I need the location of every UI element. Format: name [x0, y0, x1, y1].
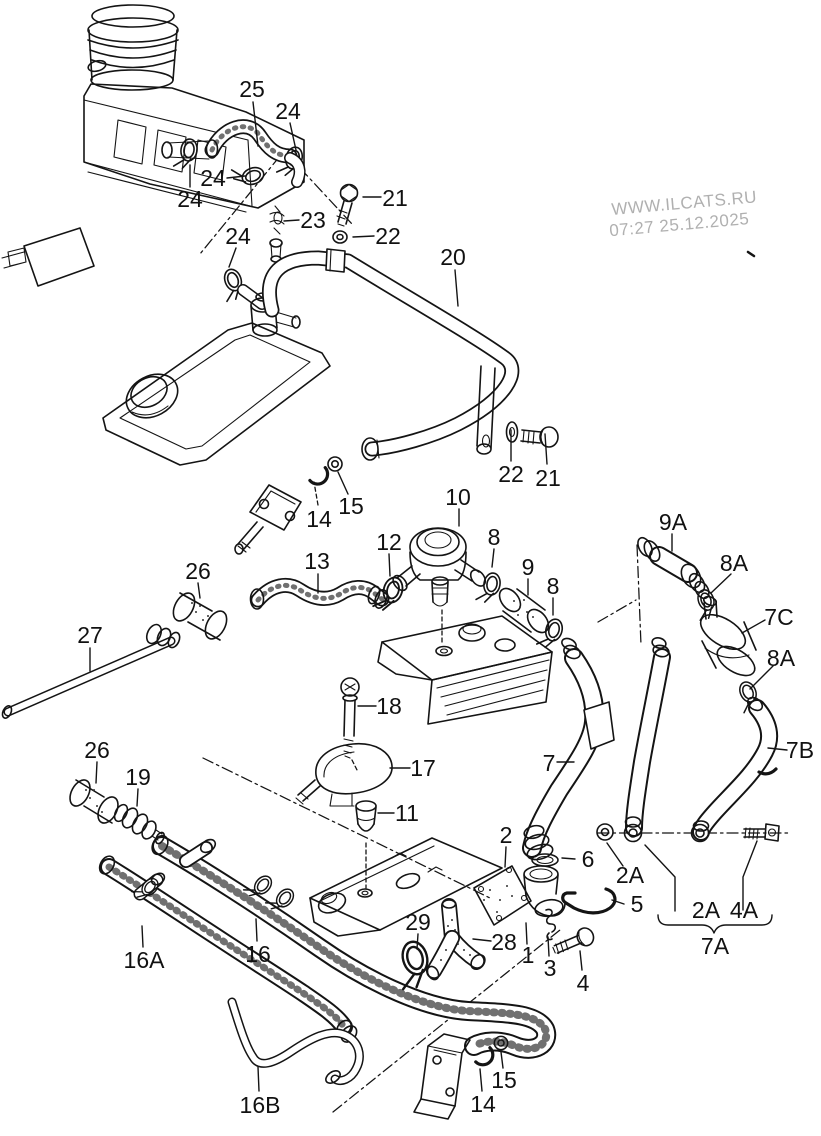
callout-19: 19 — [125, 764, 151, 790]
watermark: WWW.ILCATS.RU 07:27 25.12.2025 — [609, 187, 758, 240]
flange-2-group — [473, 823, 617, 955]
sleeve-26-top — [172, 592, 228, 641]
grommet-eyelets-2A — [623, 823, 710, 843]
bolt-21-washer-22-upper — [332, 183, 359, 244]
callout-11: 11 — [395, 800, 419, 826]
sleeve-26-bottom — [69, 779, 119, 824]
callout-5: 5 — [631, 891, 644, 917]
callout-16A: 16A — [124, 947, 166, 973]
callout-26: 26 — [84, 737, 110, 763]
hose-16-group — [151, 834, 557, 1059]
callout-8: 8 — [488, 524, 501, 550]
callout-12: 12 — [376, 529, 402, 555]
bolt-21-lower — [520, 426, 559, 448]
callout-8: 8 — [547, 573, 560, 599]
callout-29: 29 — [405, 909, 431, 935]
callout-2: 2 — [500, 822, 513, 848]
brace-7A — [657, 914, 773, 934]
callout-21: 21 — [535, 465, 561, 491]
callout-16B: 16B — [240, 1092, 281, 1118]
fitting-19 — [113, 803, 165, 845]
callout-18: 18 — [376, 693, 402, 719]
seal-2A — [596, 823, 614, 841]
callout-1: 1 — [522, 942, 535, 968]
callout-23: 23 — [300, 207, 326, 233]
u-clip-14-icon — [308, 466, 334, 490]
callout-24: 24 — [177, 186, 203, 212]
callout-4: 4 — [577, 970, 590, 996]
callout-26: 26 — [185, 558, 211, 584]
callout-3: 3 — [544, 955, 557, 981]
callout-28: 28 — [491, 929, 517, 955]
bracket-14-15-bottom — [413, 1033, 509, 1120]
engine-block — [1, 4, 305, 287]
hose-16A-group — [98, 855, 358, 1043]
bracket-17 — [295, 742, 393, 807]
bracket-14-15-mid — [234, 456, 343, 555]
callout-8A: 8A — [767, 645, 796, 671]
pipe-16B — [227, 997, 364, 1086]
o-ring-15-icon — [327, 456, 343, 472]
construction-lines — [199, 155, 791, 1113]
callout-2A: 2A — [616, 862, 645, 888]
callout-17: 17 — [410, 755, 436, 781]
valve-cover-top — [102, 292, 331, 466]
valve-cover-bottom — [309, 837, 503, 937]
bolt-4 — [552, 927, 595, 955]
hose-20-group — [261, 248, 559, 461]
callout-24: 24 — [225, 223, 251, 249]
plug-11 — [355, 800, 377, 898]
callout-15: 15 — [491, 1067, 517, 1093]
filter-7C — [699, 595, 757, 677]
callout-9: 9 — [522, 554, 535, 580]
callout-9A: 9A — [659, 509, 688, 535]
valve-10-group — [392, 527, 487, 607]
clamp-24-icon — [229, 159, 267, 191]
callout-16: 16 — [245, 941, 271, 967]
hose-7B — [692, 696, 779, 841]
callout-20: 20 — [440, 244, 466, 270]
callout-24: 24 — [275, 98, 301, 124]
callout-15: 15 — [338, 493, 364, 519]
callout-25: 25 — [239, 76, 265, 102]
clamp-8-icon — [475, 570, 503, 605]
clip-5 — [561, 887, 617, 915]
callout-6: 6 — [582, 846, 595, 872]
callout-7A: 7A — [701, 933, 730, 959]
callout-22: 22 — [375, 223, 401, 249]
hose-7 — [522, 637, 615, 858]
hose-7A-left — [624, 637, 671, 837]
pipe-27-group — [1, 623, 181, 719]
callout-4A: 4A — [730, 897, 759, 923]
callout-7: 7 — [543, 750, 556, 776]
hose-9 — [498, 587, 550, 634]
clip-23 — [269, 205, 285, 235]
callout-leader-lines — [89, 101, 788, 1092]
callout-10: 10 — [445, 484, 471, 510]
callout-14: 14 — [470, 1091, 496, 1117]
callout-22: 22 — [498, 461, 524, 487]
elbow-9A — [637, 536, 710, 600]
callout-2A: 2A — [692, 897, 721, 923]
callout-14: 14 — [306, 506, 332, 532]
callout-27: 27 — [77, 622, 103, 648]
bolt-18 — [340, 677, 360, 771]
callout-21: 21 — [382, 185, 408, 211]
callout-8A: 8A — [720, 550, 749, 576]
y-hose-28 — [426, 898, 486, 981]
bolt-4A — [743, 823, 780, 842]
callout-7C: 7C — [764, 604, 793, 630]
callout-24: 24 — [200, 165, 226, 191]
hose-25-group — [161, 119, 306, 310]
valve-cover-mid — [377, 609, 553, 725]
callout-7B: 7B — [786, 737, 814, 763]
callout-13: 13 — [304, 548, 330, 574]
hose-13-group — [249, 572, 407, 615]
